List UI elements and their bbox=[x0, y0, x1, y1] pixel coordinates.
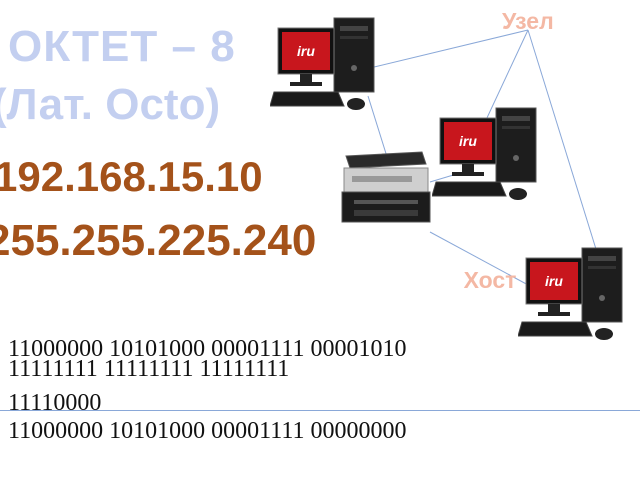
monitor-logo: iru bbox=[545, 273, 563, 289]
printer-icon bbox=[338, 150, 438, 230]
binary-result: 11000000 10101000 00001111 00000000 bbox=[8, 418, 407, 444]
desktop-computer-icon: iru bbox=[517, 242, 628, 342]
binary-mask-line2: 11110000 bbox=[8, 390, 102, 416]
monitor-logo: iru bbox=[459, 133, 477, 149]
label-host: Хост bbox=[463, 267, 517, 293]
desktop-computer-icon: iru bbox=[269, 12, 380, 112]
ip-address: 192.168.15.10 bbox=[0, 153, 263, 200]
subnet-mask: 255.255.225.240 bbox=[0, 216, 317, 265]
desktop-computer-icon: iru bbox=[431, 102, 542, 202]
divider-line bbox=[0, 410, 640, 411]
label-node: Узел bbox=[502, 8, 554, 34]
heading-octet: ОКТЕТ – 8 bbox=[8, 22, 236, 71]
binary-ip: 11000000 10101000 00001111 00001010 bbox=[8, 336, 407, 362]
binary-mask-line1: 11111111 11111111 11111111 bbox=[8, 356, 290, 382]
monitor-logo: iru bbox=[297, 43, 315, 59]
heading-latin-octo: (Лат. Octo) bbox=[0, 80, 221, 129]
